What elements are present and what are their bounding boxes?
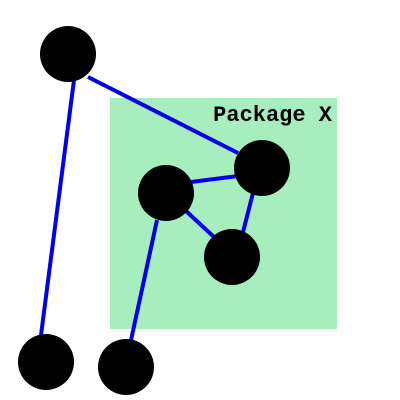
node-e xyxy=(18,334,74,390)
edge-a-b xyxy=(87,75,239,155)
edge-c-d xyxy=(184,209,216,239)
node-b xyxy=(234,140,290,196)
node-f xyxy=(98,339,154,395)
package-x-box xyxy=(110,98,337,329)
node-c xyxy=(138,165,194,221)
node-a xyxy=(40,26,96,82)
nodes xyxy=(18,26,290,395)
package-x-label: Package X xyxy=(213,103,333,128)
edge-a-e xyxy=(38,79,76,344)
node-d xyxy=(204,229,260,285)
edge-c-b xyxy=(190,174,239,184)
edge-b-d xyxy=(241,192,255,233)
